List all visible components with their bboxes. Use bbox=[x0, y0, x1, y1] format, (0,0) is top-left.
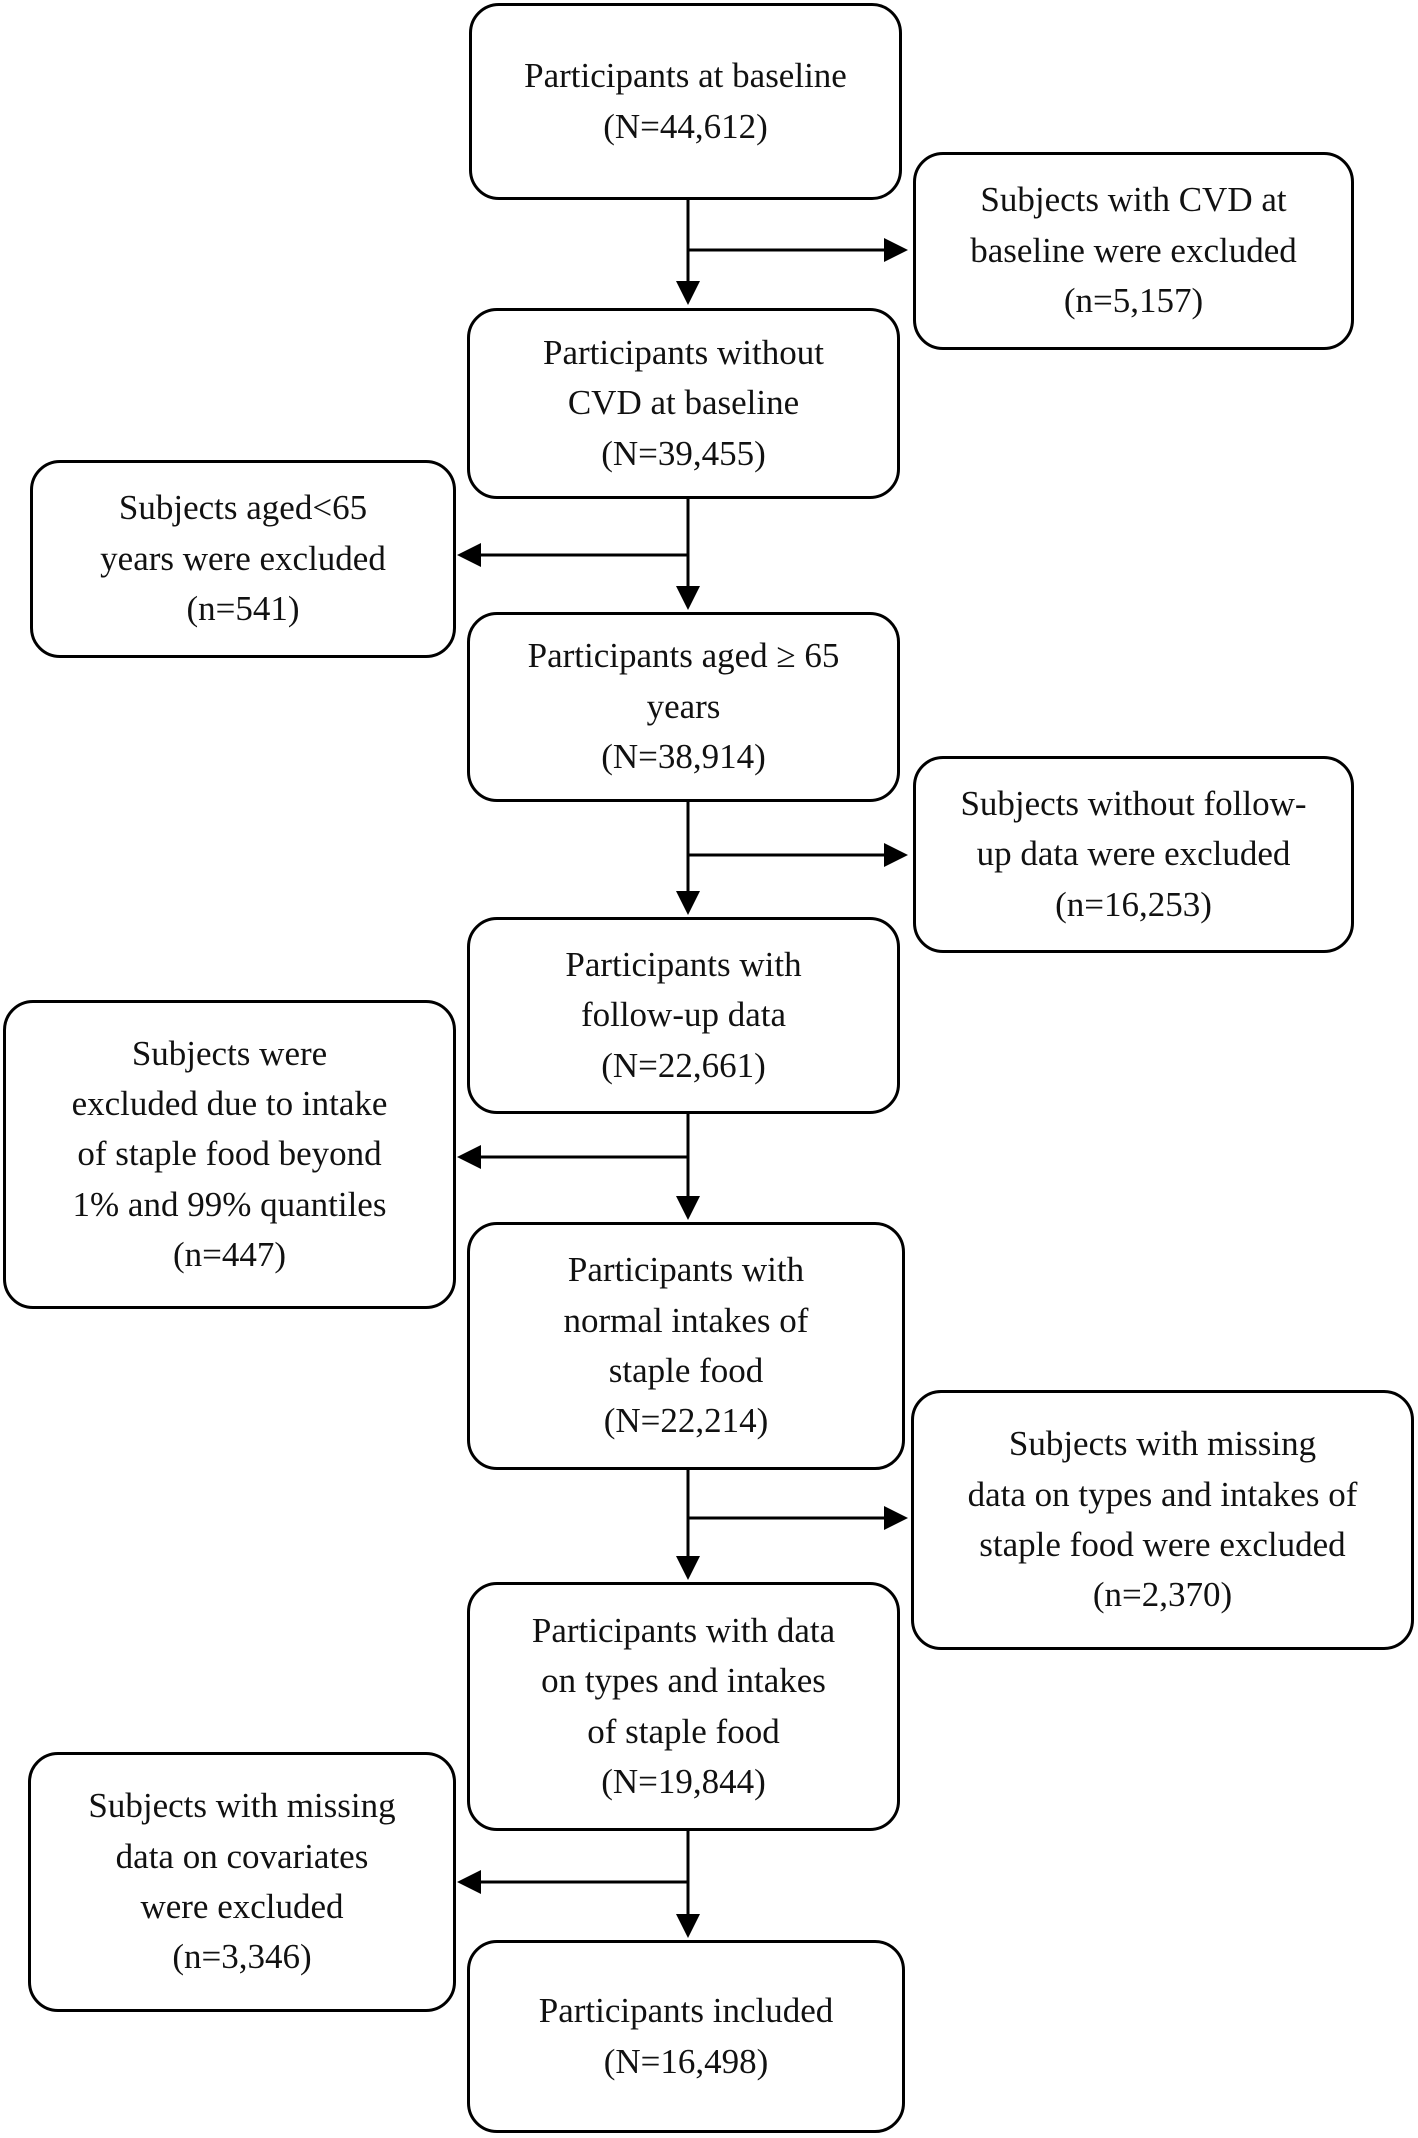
box-line: CVD at baseline bbox=[567, 383, 800, 423]
box-line: Participants at baseline bbox=[524, 56, 847, 96]
box-line: Participants included bbox=[538, 1991, 834, 2031]
box-line: Participants aged ≥ 65 bbox=[527, 636, 840, 676]
box-participants-baseline: Participants at baseline (N=44,612) bbox=[469, 3, 902, 200]
box-excluded-covariates: Subjects with missing data on covariates… bbox=[28, 1752, 456, 2012]
box-text: Subjects aged<65 years were excluded (n=… bbox=[100, 483, 386, 634]
box-line: Subjects aged<65 bbox=[118, 488, 368, 528]
box-participants-normal-intake: Participants with normal intakes of stap… bbox=[467, 1222, 905, 1470]
box-line: (N=16,498) bbox=[603, 2041, 769, 2081]
box-text: Subjects with missing data on types and … bbox=[968, 1419, 1358, 1621]
box-text: Participants included (N=16,498) bbox=[539, 1986, 834, 2087]
box-line: 1% and 99% quantiles bbox=[72, 1184, 387, 1224]
box-participants-types-data: Participants with data on types and inta… bbox=[467, 1582, 900, 1831]
box-line: staple food were excluded bbox=[979, 1525, 1346, 1564]
box-text: Subjects with CVD at baseline were exclu… bbox=[970, 175, 1297, 326]
box-line: follow-up data bbox=[580, 995, 787, 1035]
box-line: (n=3,346) bbox=[172, 1937, 312, 1977]
box-excluded-cvd: Subjects with CVD at baseline were exclu… bbox=[913, 152, 1354, 350]
box-line: excluded due to intake bbox=[71, 1083, 388, 1123]
box-line: years were excluded bbox=[100, 538, 386, 578]
box-line: Participants with data bbox=[531, 1610, 836, 1650]
box-line: (n=2,370) bbox=[1092, 1575, 1233, 1615]
box-text: Participants with follow-up data (N=22,6… bbox=[565, 940, 801, 1091]
box-line: (n=16,253) bbox=[1055, 884, 1212, 924]
box-line: of staple food beyond bbox=[77, 1134, 382, 1174]
box-line: data on types and intakes of bbox=[967, 1474, 1358, 1514]
box-line: staple food bbox=[608, 1351, 764, 1390]
box-text: Participants at baseline (N=44,612) bbox=[524, 51, 847, 152]
box-line: Subjects were bbox=[131, 1033, 328, 1073]
box-excluded-follow-up: Subjects without follow- up data were ex… bbox=[913, 756, 1354, 953]
box-line: (N=22,214) bbox=[603, 1401, 769, 1441]
box-line: (N=22,661) bbox=[601, 1045, 766, 1085]
box-line: up data were excluded bbox=[976, 834, 1291, 874]
box-text: Subjects with missing data on covariates… bbox=[88, 1781, 395, 1983]
box-participants-without-cvd: Participants without CVD at baseline (N=… bbox=[467, 308, 900, 499]
box-line: years bbox=[646, 686, 721, 726]
box-line: Subjects without follow- bbox=[960, 783, 1307, 823]
box-text: Participants without CVD at baseline (N=… bbox=[543, 328, 824, 479]
box-text: Subjects without follow- up data were ex… bbox=[960, 779, 1306, 930]
box-line: were excluded bbox=[140, 1887, 344, 1926]
box-excluded-types: Subjects with missing data on types and … bbox=[911, 1390, 1414, 1650]
box-line: on types and intakes bbox=[541, 1661, 826, 1701]
box-excluded-age: Subjects aged<65 years were excluded (n=… bbox=[30, 460, 456, 658]
box-line: Participants without bbox=[543, 332, 824, 372]
box-line: baseline were excluded bbox=[970, 230, 1297, 270]
box-line: (N=19,844) bbox=[601, 1761, 766, 1801]
box-text: Participants aged ≥ 65 years (N=38,914) bbox=[528, 631, 840, 782]
box-line: Participants with bbox=[565, 944, 802, 984]
box-line: normal intakes of bbox=[563, 1300, 809, 1340]
box-text: Participants with normal intakes of stap… bbox=[564, 1245, 809, 1447]
box-line: (n=5,157) bbox=[1063, 281, 1204, 321]
box-line: Subjects with missing bbox=[1008, 1424, 1317, 1464]
box-participants-follow-up: Participants with follow-up data (N=22,6… bbox=[467, 917, 900, 1114]
box-line: (N=38,914) bbox=[601, 737, 766, 777]
box-excluded-quantile: Subjects were excluded due to intake of … bbox=[3, 1000, 456, 1309]
box-participants-included: Participants included (N=16,498) bbox=[467, 1940, 905, 2133]
box-line: Subjects with CVD at bbox=[980, 180, 1287, 220]
box-line: (N=39,455) bbox=[601, 433, 766, 473]
box-line: of staple food bbox=[587, 1711, 780, 1751]
box-line: (n=447) bbox=[172, 1235, 287, 1275]
box-line: (N=44,612) bbox=[603, 106, 768, 146]
box-text: Subjects were excluded due to intake of … bbox=[72, 1029, 388, 1281]
box-text: Participants with data on types and inta… bbox=[532, 1606, 835, 1808]
box-participants-aged-65: Participants aged ≥ 65 years (N=38,914) bbox=[467, 612, 900, 802]
box-line: Participants with bbox=[567, 1250, 805, 1290]
box-line: Subjects with missing bbox=[88, 1786, 396, 1826]
box-line: data on covariates bbox=[115, 1836, 369, 1876]
box-line: (n=541) bbox=[186, 589, 300, 629]
